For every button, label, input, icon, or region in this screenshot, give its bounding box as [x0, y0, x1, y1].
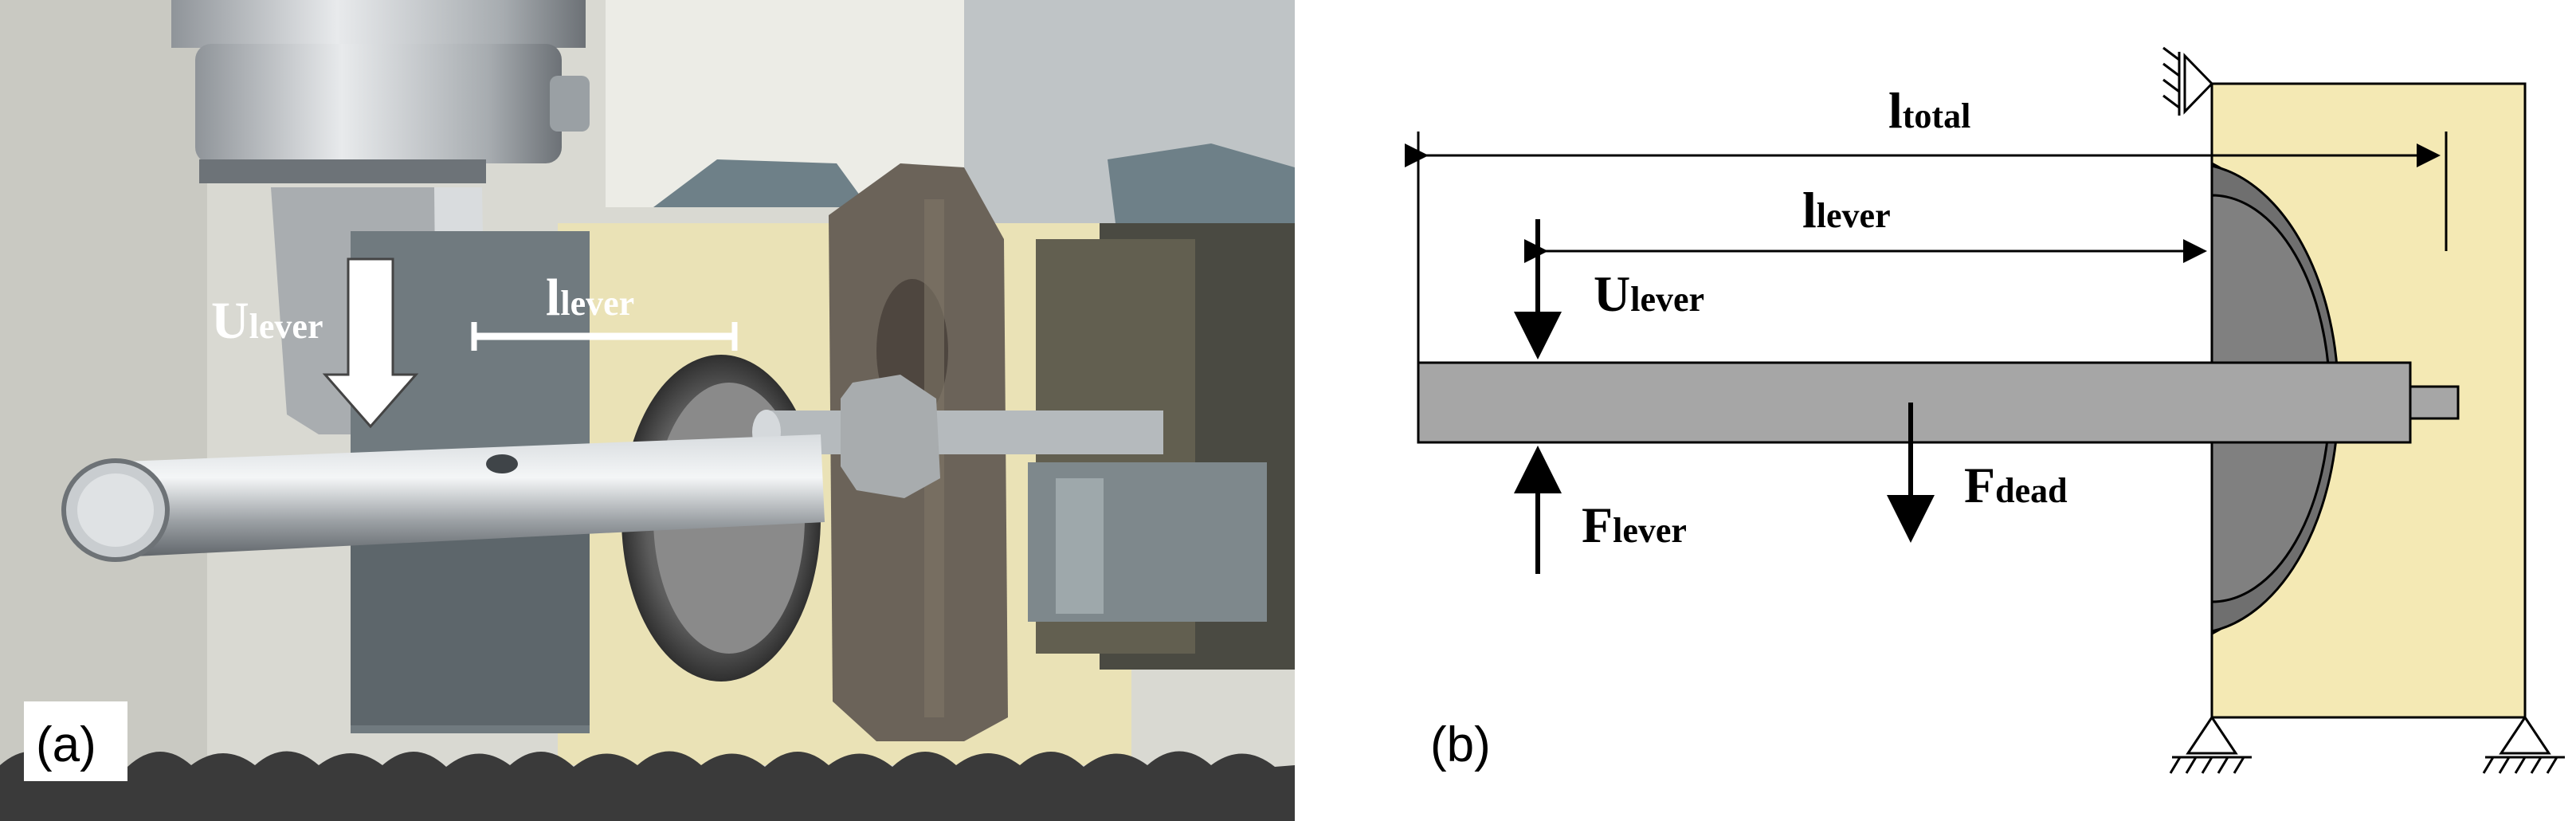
threaded-bolt — [765, 410, 1163, 454]
f-lever-label: Flever — [1582, 497, 1687, 553]
background-wall — [0, 0, 207, 821]
l-total-label: ltotal — [1888, 82, 1970, 139]
top-fixed-support — [2162, 46, 2214, 116]
panel-b-schematic: ltotal llever Ulever Flever Fdead (b) — [1405, 46, 2565, 774]
blue-block — [653, 159, 868, 207]
l-lever-label: llever — [1802, 182, 1891, 238]
spindle — [171, 0, 590, 183]
u-lever-arrow-photo — [322, 257, 419, 429]
panel-a-label: (a) — [36, 717, 96, 772]
f-dead-label: Fdead — [1964, 457, 2068, 513]
lever-beam — [1417, 361, 2412, 444]
panel-b-label: (b) — [1430, 717, 1491, 772]
l-total-dimension — [1405, 132, 2448, 363]
lever-shaft — [61, 434, 825, 562]
panel-a-label-box — [24, 701, 127, 781]
u-lever-label: Ulever — [1594, 265, 1704, 322]
bottom-right-support — [2482, 715, 2565, 774]
bottom-left-support — [2169, 715, 2252, 774]
hex-nut — [841, 375, 940, 498]
panel-a-photo: Ulever llever (a) — [0, 0, 1295, 821]
acoustic-foam — [0, 751, 1295, 821]
l-lever-dimension-photo — [471, 322, 738, 351]
u-lever-label-photo: Ulever — [211, 292, 323, 350]
l-lever-label-photo: llever — [546, 269, 634, 327]
lever-tip — [2409, 385, 2460, 420]
